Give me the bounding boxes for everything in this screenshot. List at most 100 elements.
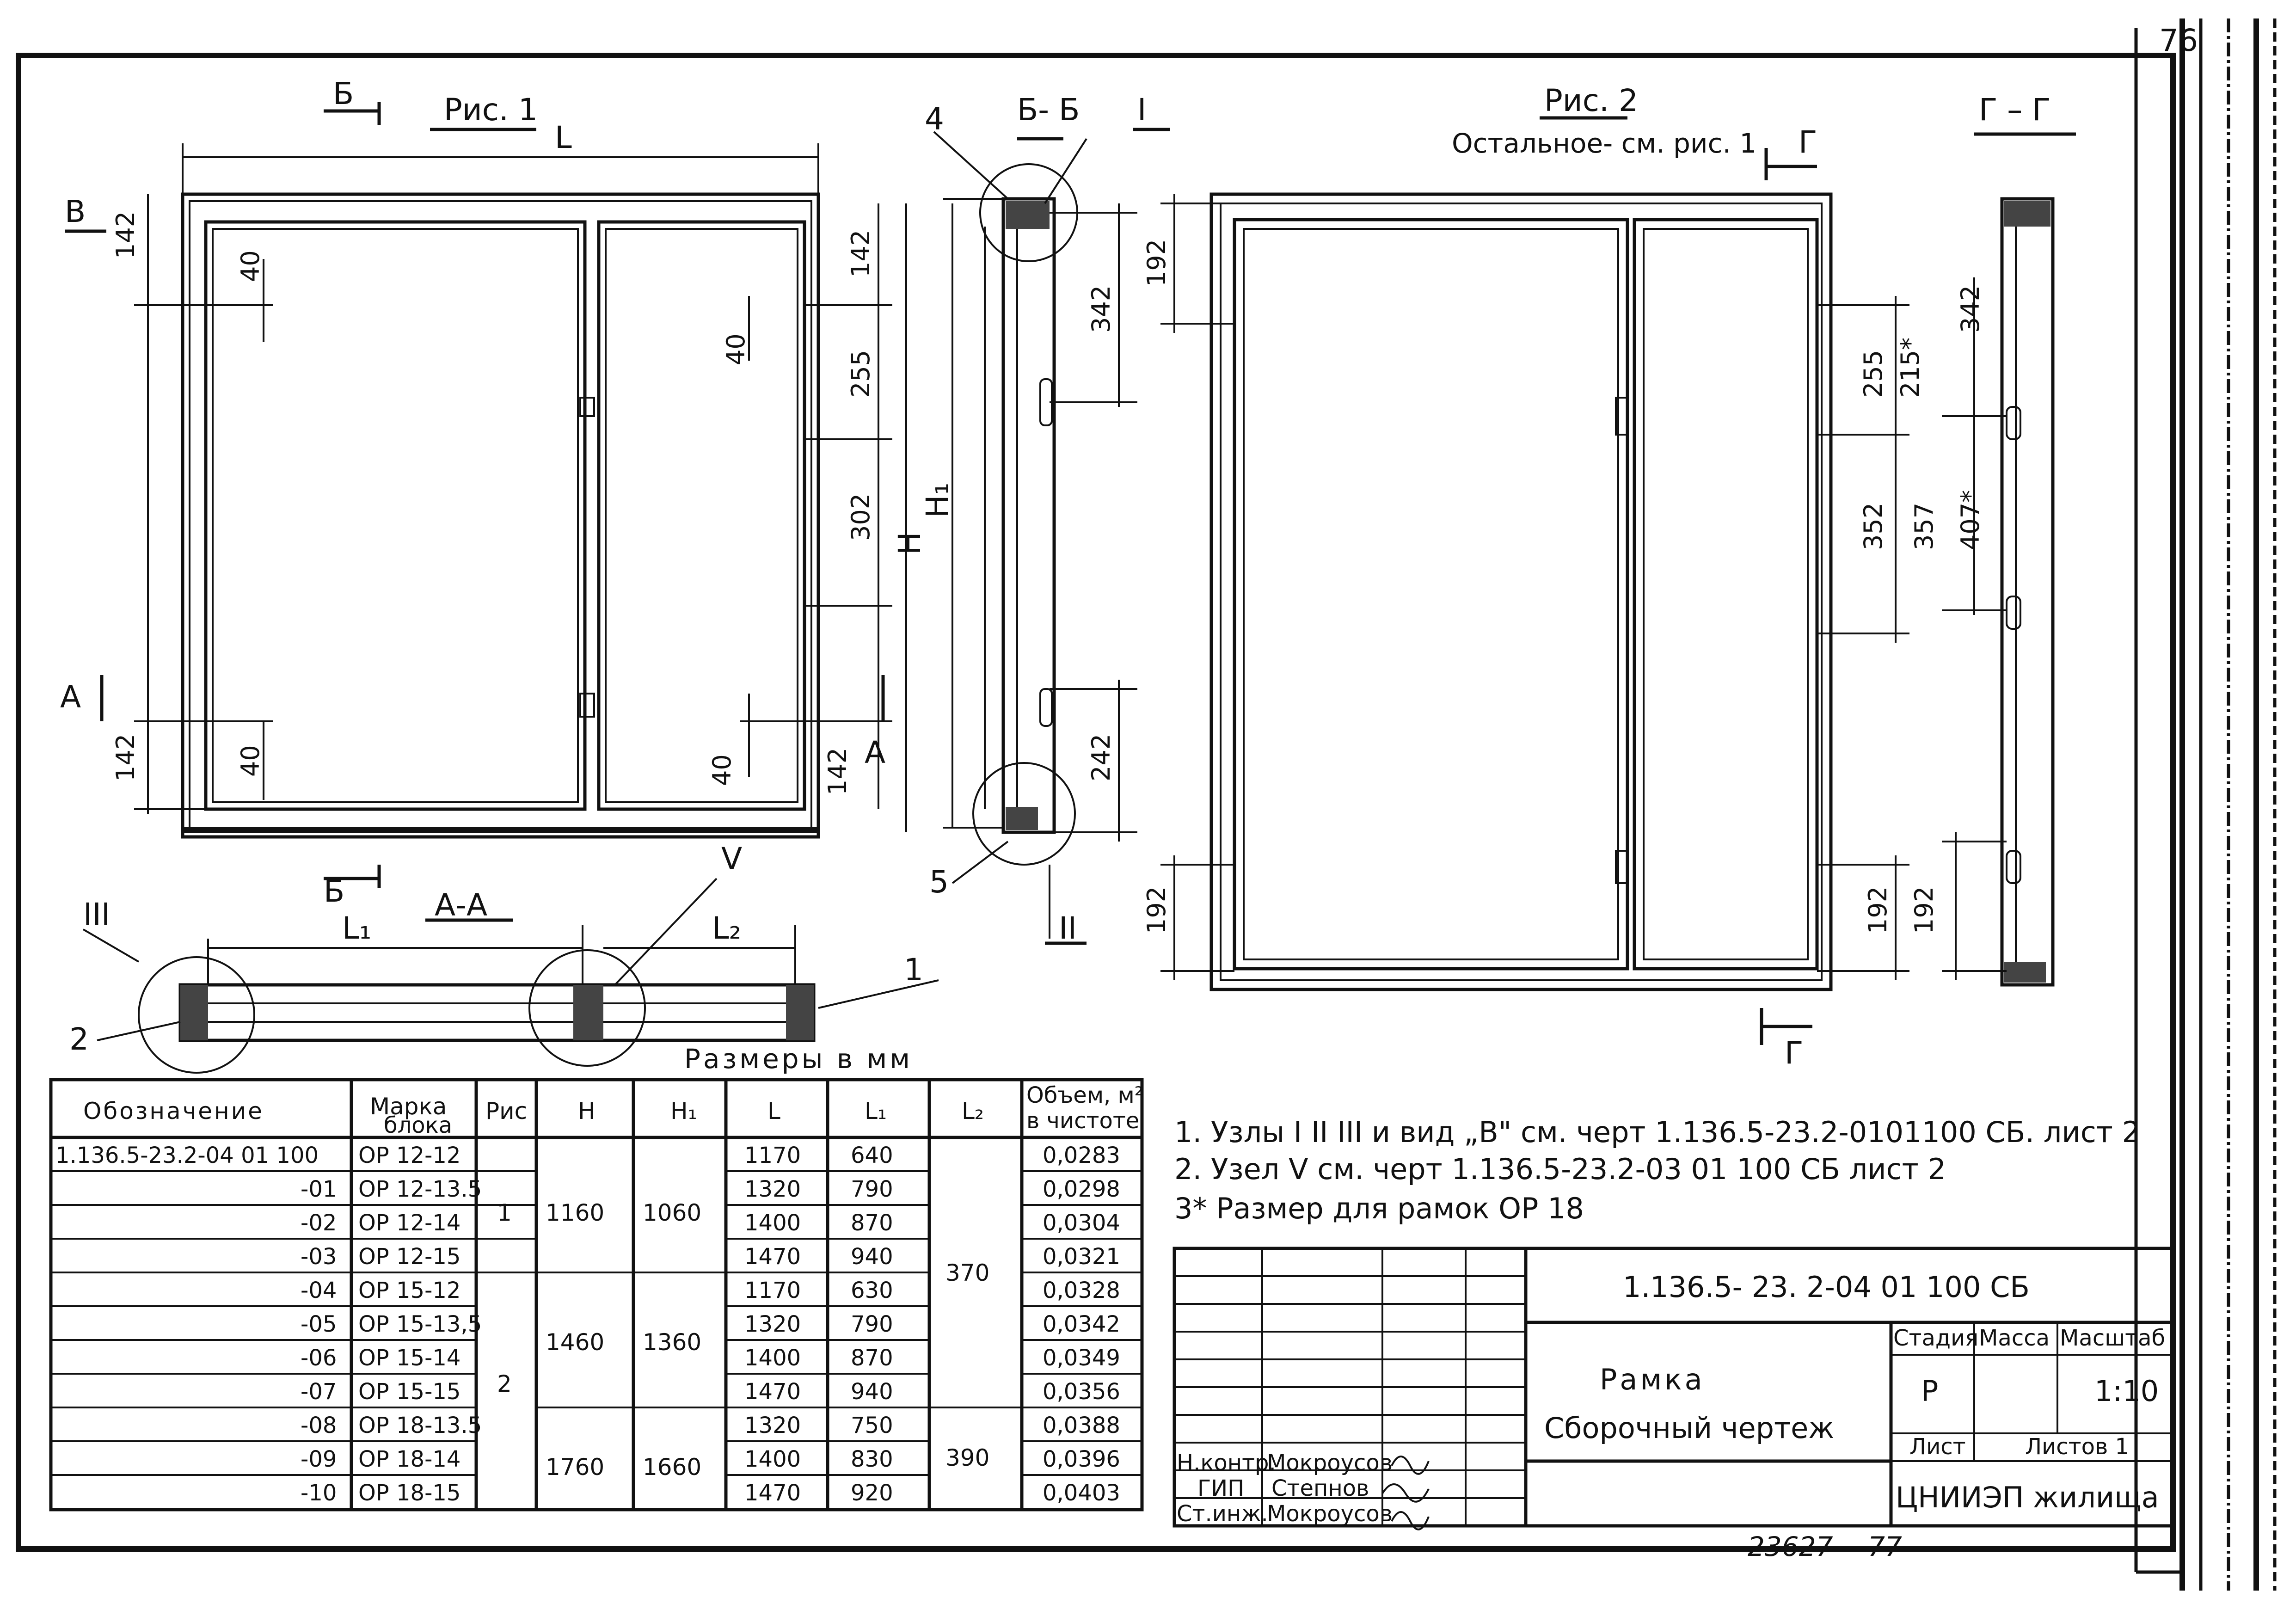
row-l: 1170 <box>744 1278 801 1303</box>
fig2-dim-342: 342 <box>1956 285 1985 333</box>
spec-table-rows: 1.136.5-23.2-04 01 100 ОР 12-12 1170 640… <box>55 1143 1120 1506</box>
group-h-2: 1460 <box>546 1329 604 1356</box>
fig1-section-a-left: А <box>60 679 81 715</box>
section-aa-node-iii: III <box>83 897 110 932</box>
row-mark: ОР 12-14 <box>358 1210 460 1236</box>
row-mark: ОР 15-15 <box>358 1379 460 1405</box>
fig2-section-g-top: Г <box>1799 124 1817 160</box>
title-block-grid <box>1173 1247 2175 1528</box>
note-2: 2. Узел V см. черт 1.136.5-23.2-03 01 10… <box>1174 1152 1946 1186</box>
fig1-dim-right-255: 255 <box>846 350 875 398</box>
signatures <box>1381 1456 1430 1530</box>
row-l: 1470 <box>744 1480 801 1506</box>
header-l: L <box>767 1098 780 1124</box>
fig2-dim-357: 357 <box>1909 503 1939 550</box>
fig1-dim-left-142-bottom: 142 <box>111 734 140 781</box>
row-mark: ОР 12-13.5 <box>358 1176 482 1202</box>
row-l1: 790 <box>851 1176 893 1202</box>
title-scale-value: 1:10 <box>2094 1374 2159 1408</box>
fig1-dim-right-142-bottom: 142 <box>823 748 852 795</box>
table-row: -02 ОР 12-14 1400 870 0,0304 <box>301 1210 1120 1236</box>
section-bb-node-5: 5 <box>929 864 949 900</box>
row-code: -08 <box>301 1413 337 1438</box>
section-bb-node-4: 4 <box>925 101 944 137</box>
section-aa-title: А-А <box>435 887 487 923</box>
section-gg-dim-192: 192 <box>1909 886 1939 934</box>
role-n-kontr: Н.контр. <box>1177 1450 1276 1476</box>
group-fig-1: 1 <box>497 1199 512 1226</box>
row-l: 1400 <box>744 1345 801 1371</box>
row-mark: ОР 12-15 <box>358 1244 460 1270</box>
table-row: -03 ОР 12-15 1470 940 0,0321 <box>301 1244 1120 1270</box>
row-l1: 920 <box>851 1480 893 1506</box>
row-code: -09 <box>301 1446 337 1472</box>
table-row: -06 ОР 15-14 1400 870 0,0349 <box>301 1345 1120 1371</box>
title-mass-label: Масса <box>1979 1325 2050 1351</box>
fig2-dim-407-star: 407* <box>1956 490 1985 550</box>
title-sheet-label: Лист <box>1909 1434 1966 1460</box>
row-mark: ОР 15-14 <box>358 1345 460 1371</box>
group-l2-370: 370 <box>945 1260 989 1286</box>
row-volume: 0,0342 <box>1043 1311 1120 1337</box>
section-bb-node-i: I <box>1137 92 1146 128</box>
row-volume: 0,0283 <box>1043 1143 1120 1168</box>
header-mark: Марка <box>370 1093 447 1120</box>
role-st-inzh: Ст.инж. <box>1177 1501 1268 1527</box>
row-l: 1400 <box>744 1210 801 1236</box>
row-volume: 0,0304 <box>1043 1210 1120 1236</box>
fig1-dim-left-40-top: 40 <box>236 250 265 282</box>
fig2-dim-192-right-bottom: 192 <box>1863 886 1892 934</box>
footer-stamp: 23627 <box>1748 1531 1833 1562</box>
fig1-drawing <box>65 102 907 888</box>
table-row: -10 ОР 18-15 1470 920 0,0403 <box>301 1480 1120 1506</box>
fig2-dim-255: 255 <box>1859 350 1888 398</box>
row-code: -07 <box>301 1379 337 1405</box>
row-l1: 630 <box>851 1278 893 1303</box>
row-l: 1470 <box>744 1379 801 1405</box>
section-aa-drawing <box>82 878 939 1074</box>
row-code: -02 <box>301 1210 337 1236</box>
title-sheets-label: Листов 1 <box>2025 1434 2129 1460</box>
row-code: -03 <box>301 1244 337 1270</box>
section-bb-drawing <box>933 128 1170 945</box>
fig1-dim-left-142-top: 142 <box>111 211 140 259</box>
sheet-frame <box>16 18 2277 1591</box>
header-h1: H₁ <box>670 1098 697 1124</box>
section-bb-title: Б- Б <box>1017 92 1080 128</box>
table-row: -08 ОР 18-13.5 1320 750 0,0388 <box>301 1413 1120 1438</box>
header-designation: Обозначение <box>83 1098 264 1124</box>
name-n-kontr: Мокроусов <box>1267 1450 1393 1476</box>
spec-table-groups: 1 1160 1060 2 1460 1360 1760 1660 370 39… <box>497 1199 989 1481</box>
row-code: -06 <box>301 1345 337 1371</box>
fig2-subtitle: Остальное- см. рис. 1 <box>1452 128 1756 159</box>
row-volume: 0,0396 <box>1043 1446 1120 1472</box>
header-h: H <box>578 1098 595 1124</box>
table-row: -04 ОР 15-12 1170 630 0,0328 <box>301 1278 1120 1303</box>
section-gg-title: Г – Г <box>1979 92 2050 128</box>
fig1-dim-right-40-top: 40 <box>721 333 750 365</box>
section-aa-node-v: V <box>721 841 742 877</box>
row-mark: ОР 12-12 <box>358 1143 460 1168</box>
fig1-section-b-top: Б <box>333 76 354 111</box>
title-stage-label: Стадия <box>1893 1325 1978 1351</box>
header-block: блока <box>384 1112 452 1138</box>
note-3: 3* Размер для рамок ОР 18 <box>1174 1192 1584 1225</box>
title-stage-value: Р <box>1921 1374 1938 1408</box>
group-fig-2: 2 <box>497 1370 512 1397</box>
group-h1-1: 1060 <box>643 1199 701 1226</box>
row-l: 1320 <box>744 1413 801 1438</box>
fig1-dim-right-142-top: 142 <box>846 230 875 277</box>
row-volume: 0,0388 <box>1043 1413 1120 1438</box>
row-mark: ОР 15-13,5 <box>358 1311 482 1337</box>
row-volume: 0,0298 <box>1043 1176 1120 1202</box>
fig2-title: Рис. 2 <box>1544 83 1638 118</box>
title-org: ЦНИИЭП жилища <box>1896 1481 2159 1514</box>
section-gg-drawing <box>1942 132 2076 987</box>
section-bb-dim-342: 342 <box>1087 285 1116 333</box>
footer-stamp-2: 77 <box>1868 1531 1902 1562</box>
fig1-title: Рис. 1 <box>444 92 538 128</box>
row-l1: 830 <box>851 1446 893 1472</box>
fig1-dim-right-40-bottom: 40 <box>707 754 737 786</box>
page-number: 76 <box>2159 23 2198 58</box>
